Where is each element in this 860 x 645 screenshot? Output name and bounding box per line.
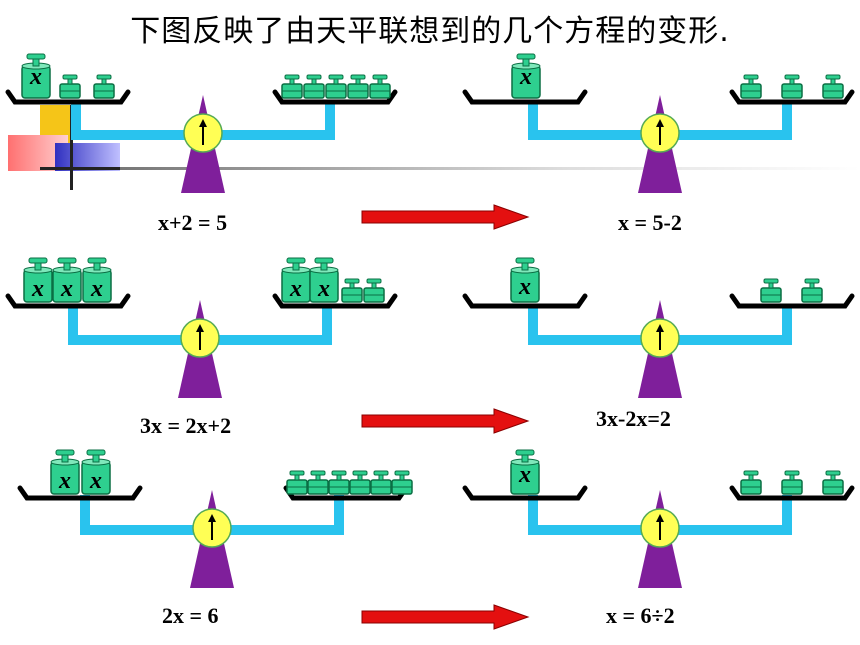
svg-text:x: x — [289, 276, 302, 302]
weight-x-icon: x — [82, 257, 112, 303]
corner-ornament — [0, 95, 860, 190]
weight-icon — [740, 470, 762, 495]
weight-icon — [281, 74, 303, 99]
weight-icon — [59, 74, 81, 99]
weight-x-icon: x — [52, 257, 82, 303]
weight-icon — [347, 74, 369, 99]
weight-icon — [760, 278, 782, 303]
weight-x-icon: x — [309, 257, 339, 303]
equation-2-right: 3x-2x=2 — [596, 406, 671, 431]
arrow-right-icon — [361, 604, 529, 630]
balance-scale-2-right: x — [465, 257, 852, 398]
svg-text:x: x — [60, 276, 73, 302]
weight-x-icon: x — [23, 257, 53, 303]
weight-icon — [93, 74, 115, 99]
svg-text:x: x — [31, 276, 44, 302]
weight-icon — [325, 74, 347, 99]
weight-icon — [391, 470, 413, 495]
svg-text:x: x — [29, 64, 42, 90]
weight-icon — [369, 74, 391, 99]
weight-x-icon: x — [510, 257, 540, 303]
balance-scale-1-left: x — [8, 53, 395, 193]
weight-icon — [370, 470, 392, 495]
svg-text:x: x — [317, 276, 330, 302]
svg-text:x: x — [519, 64, 532, 90]
balance-scale-2-left: x x x x x — [8, 257, 395, 398]
weight-x-icon: x — [511, 53, 541, 99]
balance-scale-3-left: x x — [20, 449, 413, 588]
svg-text:x: x — [89, 468, 102, 494]
equation-2-left: 3x = 2x+2 — [140, 413, 232, 438]
weight-icon — [781, 470, 803, 495]
equation-1-left: x+2 = 5 — [158, 210, 228, 235]
balance-scale-3-right: x — [465, 449, 852, 588]
weight-icon — [303, 74, 325, 99]
weight-x-icon: x — [50, 449, 80, 495]
weight-x-icon: x — [21, 53, 51, 99]
balance-scale-1-right: x — [465, 53, 852, 193]
page-title: 下图反映了由天平联想到的几个方程的变形. — [130, 14, 730, 49]
weight-icon — [740, 74, 762, 99]
weight-icon — [341, 278, 363, 303]
weight-icon — [328, 470, 350, 495]
weight-icon — [363, 278, 385, 303]
svg-text:x: x — [518, 274, 531, 300]
weight-icon — [307, 470, 329, 495]
arrow-right-icon — [361, 204, 529, 230]
weight-icon — [801, 278, 823, 303]
svg-text:x: x — [90, 276, 103, 302]
arrow-right-icon — [361, 408, 529, 434]
weight-icon — [781, 74, 803, 99]
weight-x-icon: x — [510, 449, 540, 495]
svg-text:x: x — [518, 462, 531, 488]
weight-icon — [822, 74, 844, 99]
equation-3-left: 2x = 6 — [162, 603, 219, 628]
svg-text:x: x — [58, 468, 71, 494]
weight-x-icon: x — [81, 449, 111, 495]
equation-1-right: x = 5-2 — [618, 210, 682, 235]
equation-3-right: x = 6÷2 — [606, 603, 675, 628]
weight-icon — [349, 470, 371, 495]
weight-x-icon: x — [281, 257, 311, 303]
weight-icon — [822, 470, 844, 495]
weight-icon — [286, 470, 308, 495]
